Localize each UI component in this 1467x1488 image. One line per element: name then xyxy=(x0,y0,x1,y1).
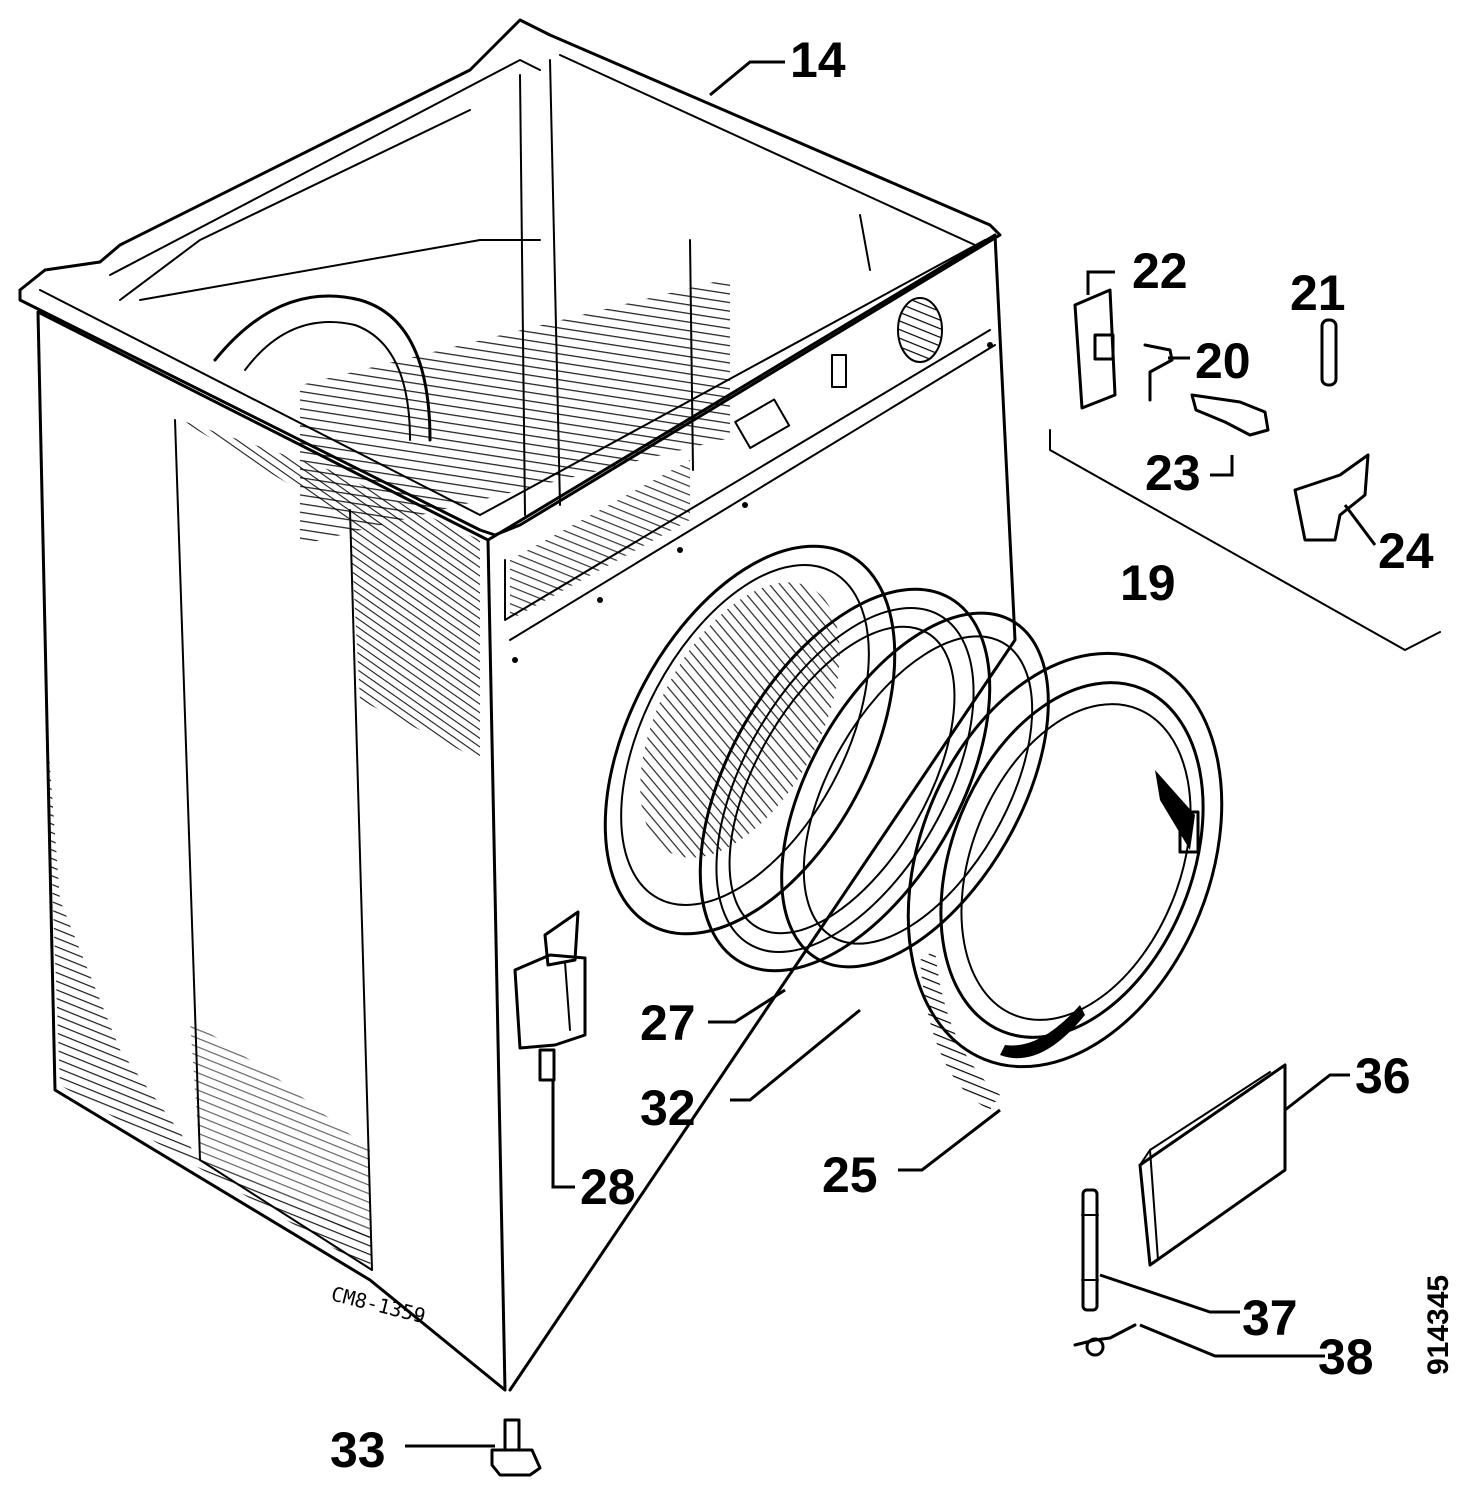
callout-33: 33 xyxy=(330,1422,386,1478)
spring-clip xyxy=(1073,1323,1137,1357)
callout-27: 27 xyxy=(640,995,696,1051)
callout-14: 14 xyxy=(790,32,846,88)
callout-25: 25 xyxy=(822,1147,878,1203)
door-gasket xyxy=(698,587,992,973)
callout-labels: 14 22 21 20 23 24 19 27 32 28 25 36 37 3… xyxy=(330,32,1434,1478)
drawer-panel xyxy=(1138,1063,1287,1267)
inner-door-ring xyxy=(780,611,1050,969)
cabinet-frame xyxy=(18,18,1017,1392)
door-assembly xyxy=(906,651,1224,1110)
callout-37: 37 xyxy=(1242,1290,1298,1346)
hinge-pin xyxy=(1081,1188,1099,1312)
callout-24: 24 xyxy=(1378,523,1434,579)
callout-22: 22 xyxy=(1132,243,1188,299)
interlock-parts-group xyxy=(1049,288,1441,651)
callout-23: 23 xyxy=(1145,445,1201,501)
callout-28: 28 xyxy=(580,1159,636,1215)
callout-19: 19 xyxy=(1120,555,1176,611)
leader-lines xyxy=(405,60,1377,1448)
adjustable-foot xyxy=(490,1418,542,1477)
callout-38: 38 xyxy=(1318,1329,1374,1385)
callout-36: 36 xyxy=(1355,1048,1411,1104)
document-id: 914345 xyxy=(1422,1275,1455,1375)
callout-21: 21 xyxy=(1290,265,1346,321)
door-lock xyxy=(513,910,587,1082)
callout-32: 32 xyxy=(640,1080,696,1136)
callout-20: 20 xyxy=(1195,333,1251,389)
